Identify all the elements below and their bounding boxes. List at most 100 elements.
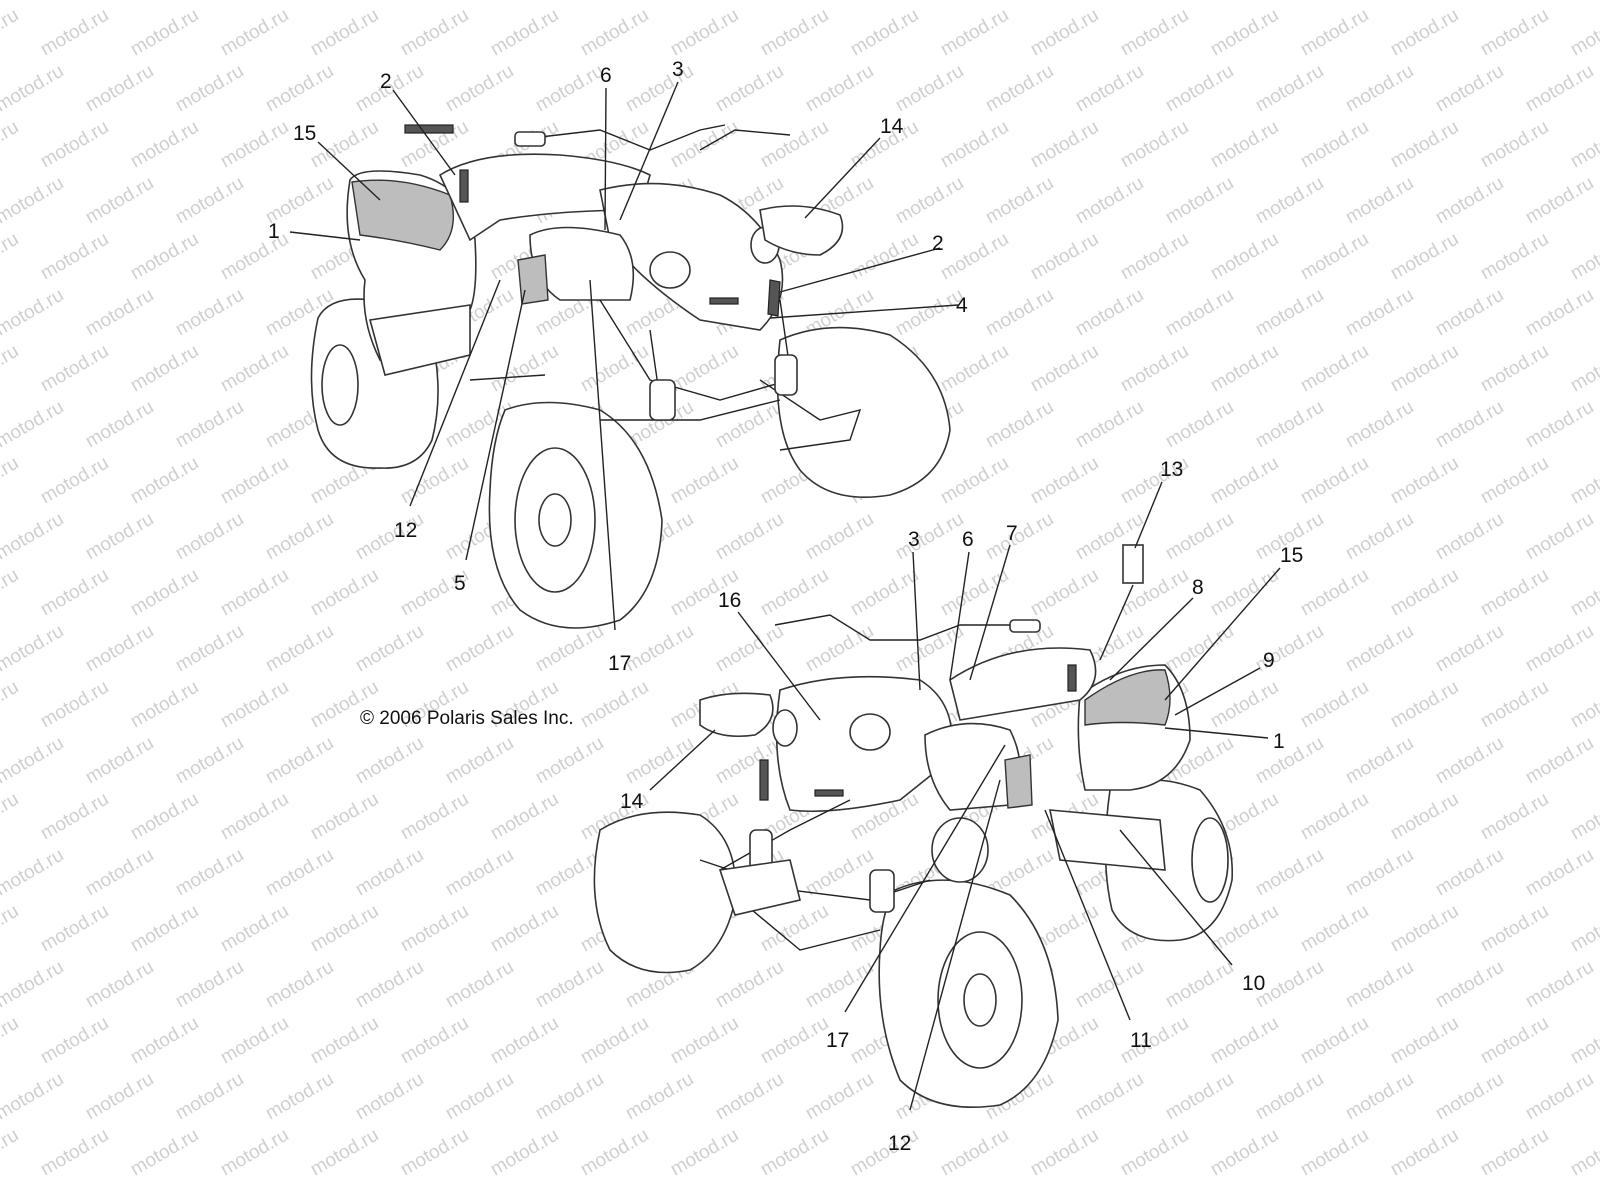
- watermark-text: motod.ru: [172, 845, 247, 901]
- watermark-text: motod.ru: [712, 1069, 787, 1125]
- watermark-text: motod.ru: [487, 1013, 562, 1069]
- watermark-text: motod.ru: [1522, 285, 1597, 341]
- watermark-text: motod.ru: [1072, 957, 1147, 1013]
- watermark-text: motod.ru: [1432, 61, 1507, 117]
- callout-label: 11: [1130, 1029, 1152, 1052]
- front-hood: [599, 182, 784, 331]
- watermark-text: motod.ru: [1342, 285, 1417, 341]
- watermark-text: motod.ru: [1522, 0, 1597, 4]
- watermark-text: motod.ru: [82, 1069, 157, 1125]
- watermark-text: motod.ru: [622, 733, 697, 789]
- watermark-text: motod.ru: [577, 1125, 652, 1181]
- watermark-text: motod.ru: [892, 0, 967, 4]
- watermark-text: motod.ru: [802, 845, 877, 901]
- watermark-text: motod.ru: [217, 341, 292, 397]
- watermark-text: motod.ru: [0, 733, 67, 789]
- watermark-text: motod.ru: [1207, 5, 1282, 61]
- watermark-text: motod.ru: [397, 789, 472, 845]
- watermark-text: motod.ru: [442, 1069, 517, 1125]
- watermark-text: motod.ru: [1162, 1069, 1237, 1125]
- watermark-text: motod.ru: [712, 621, 787, 677]
- watermark-text: motod.ru: [0, 397, 67, 453]
- watermark-text: motod.ru: [1387, 117, 1462, 173]
- watermark-text: motod.ru: [1162, 61, 1237, 117]
- watermark-text: motod.ru: [1027, 453, 1102, 509]
- watermark-text: motod.ru: [487, 341, 562, 397]
- watermark-text: motod.ru: [577, 677, 652, 733]
- watermark-text: motod.ru: [1342, 397, 1417, 453]
- watermark-text: motod.ru: [172, 733, 247, 789]
- watermark-text: motod.ru: [127, 1013, 202, 1069]
- watermark-text: motod.ru: [1162, 397, 1237, 453]
- watermark-text: motod.ru: [217, 565, 292, 621]
- watermark-text: motod.ru: [757, 901, 832, 957]
- watermark-text: motod.ru: [1297, 1125, 1372, 1181]
- watermark-text: motod.ru: [307, 789, 382, 845]
- watermark-text: motod.ru: [172, 1069, 247, 1125]
- watermark-text: motod.ru: [217, 229, 292, 285]
- watermark-text: motod.ru: [1342, 957, 1417, 1013]
- watermark-text: motod.ru: [937, 5, 1012, 61]
- watermark-text: motod.ru: [892, 621, 967, 677]
- watermark-text: motod.ru: [172, 621, 247, 677]
- watermark-text: motod.ru: [1387, 901, 1462, 957]
- watermark-text: motod.ru: [217, 1125, 292, 1181]
- watermark-text: motod.ru: [307, 117, 382, 173]
- watermark-text: motod.ru: [532, 733, 607, 789]
- watermark-text: motod.ru: [1207, 1125, 1282, 1181]
- watermark-text: motod.ru: [1567, 565, 1600, 621]
- watermark-text: motod.ru: [82, 61, 157, 117]
- watermark-text: motod.ru: [1027, 5, 1102, 61]
- watermark-text: motod.ru: [577, 1013, 652, 1069]
- watermark-text: motod.ru: [1252, 0, 1327, 4]
- watermark-text: motod.ru: [127, 453, 202, 509]
- watermark-text: motod.ru: [1387, 453, 1462, 509]
- watermark-text: motod.ru: [82, 397, 157, 453]
- watermark-text: motod.ru: [1477, 1013, 1552, 1069]
- watermark-text: motod.ru: [1477, 1125, 1552, 1181]
- watermark-text: motod.ru: [1567, 1013, 1600, 1069]
- watermark-text: motod.ru: [217, 1013, 292, 1069]
- watermark-text: motod.ru: [1387, 5, 1462, 61]
- watermark-text: motod.ru: [127, 789, 202, 845]
- atv-bottom-drawing: [593, 544, 1234, 1108]
- watermark-text: motod.ru: [712, 509, 787, 565]
- watermark-text: motod.ru: [82, 285, 157, 341]
- watermark-text: motod.ru: [1027, 117, 1102, 173]
- watermark-text: motod.ru: [802, 957, 877, 1013]
- copyright-notice: © 2006 Polaris Sales Inc.: [360, 708, 574, 729]
- watermark-text: motod.ru: [712, 61, 787, 117]
- watermark-text: motod.ru: [0, 789, 22, 845]
- watermark-text: motod.ru: [1477, 677, 1552, 733]
- watermark-text: motod.ru: [1342, 845, 1417, 901]
- watermark-text: motod.ru: [1297, 565, 1372, 621]
- watermark-text: motod.ru: [262, 733, 337, 789]
- watermark-text: motod.ru: [0, 565, 22, 621]
- watermark-text: motod.ru: [1027, 565, 1102, 621]
- callout-label: 3: [672, 58, 684, 81]
- watermark-text: motod.ru: [1207, 565, 1282, 621]
- watermark-text: motod.ru: [37, 5, 112, 61]
- watermark-text: motod.ru: [622, 1069, 697, 1125]
- watermark-text: motod.ru: [532, 957, 607, 1013]
- watermark-text: motod.ru: [1027, 1125, 1102, 1181]
- watermark-text: motod.ru: [37, 901, 112, 957]
- callout-label: 6: [962, 528, 974, 551]
- watermark-text: motod.ru: [172, 397, 247, 453]
- watermark-text: motod.ru: [1522, 397, 1597, 453]
- watermark-text: motod.ru: [172, 0, 247, 4]
- watermark-text: motod.ru: [1252, 1069, 1327, 1125]
- watermark-text: motod.ru: [0, 1069, 67, 1125]
- watermark-text: motod.ru: [1162, 509, 1237, 565]
- watermark-text: motod.ru: [217, 5, 292, 61]
- callout-label: 9: [1263, 649, 1275, 672]
- watermark-text: motod.ru: [1342, 509, 1417, 565]
- watermark-text: motod.ru: [1567, 117, 1600, 173]
- callout-label: 1: [1273, 730, 1285, 753]
- watermark-text: motod.ru: [1297, 453, 1372, 509]
- watermark-text: motod.ru: [37, 453, 112, 509]
- callout-label: 2: [380, 70, 392, 93]
- watermark-text: motod.ru: [37, 789, 112, 845]
